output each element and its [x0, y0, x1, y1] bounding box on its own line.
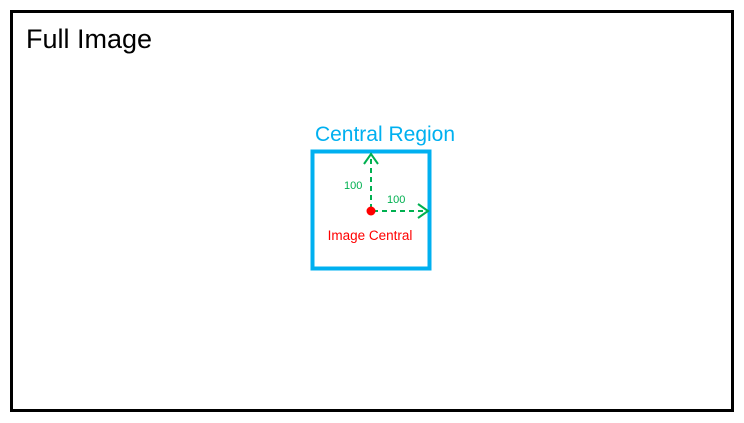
vertical-offset-label: 100: [344, 180, 362, 192]
horizontal-offset-arrow-head: [417, 203, 430, 219]
full-image-label: Full Image: [26, 24, 152, 54]
image-center-point: [366, 206, 376, 216]
central-region-box: [310, 149, 432, 271]
horizontal-offset-label: 100: [387, 194, 405, 206]
image-center-label: Image Central: [328, 228, 413, 243]
vertical-offset-arrow-head: [363, 152, 379, 165]
central-region-label: Central Region: [315, 123, 455, 146]
